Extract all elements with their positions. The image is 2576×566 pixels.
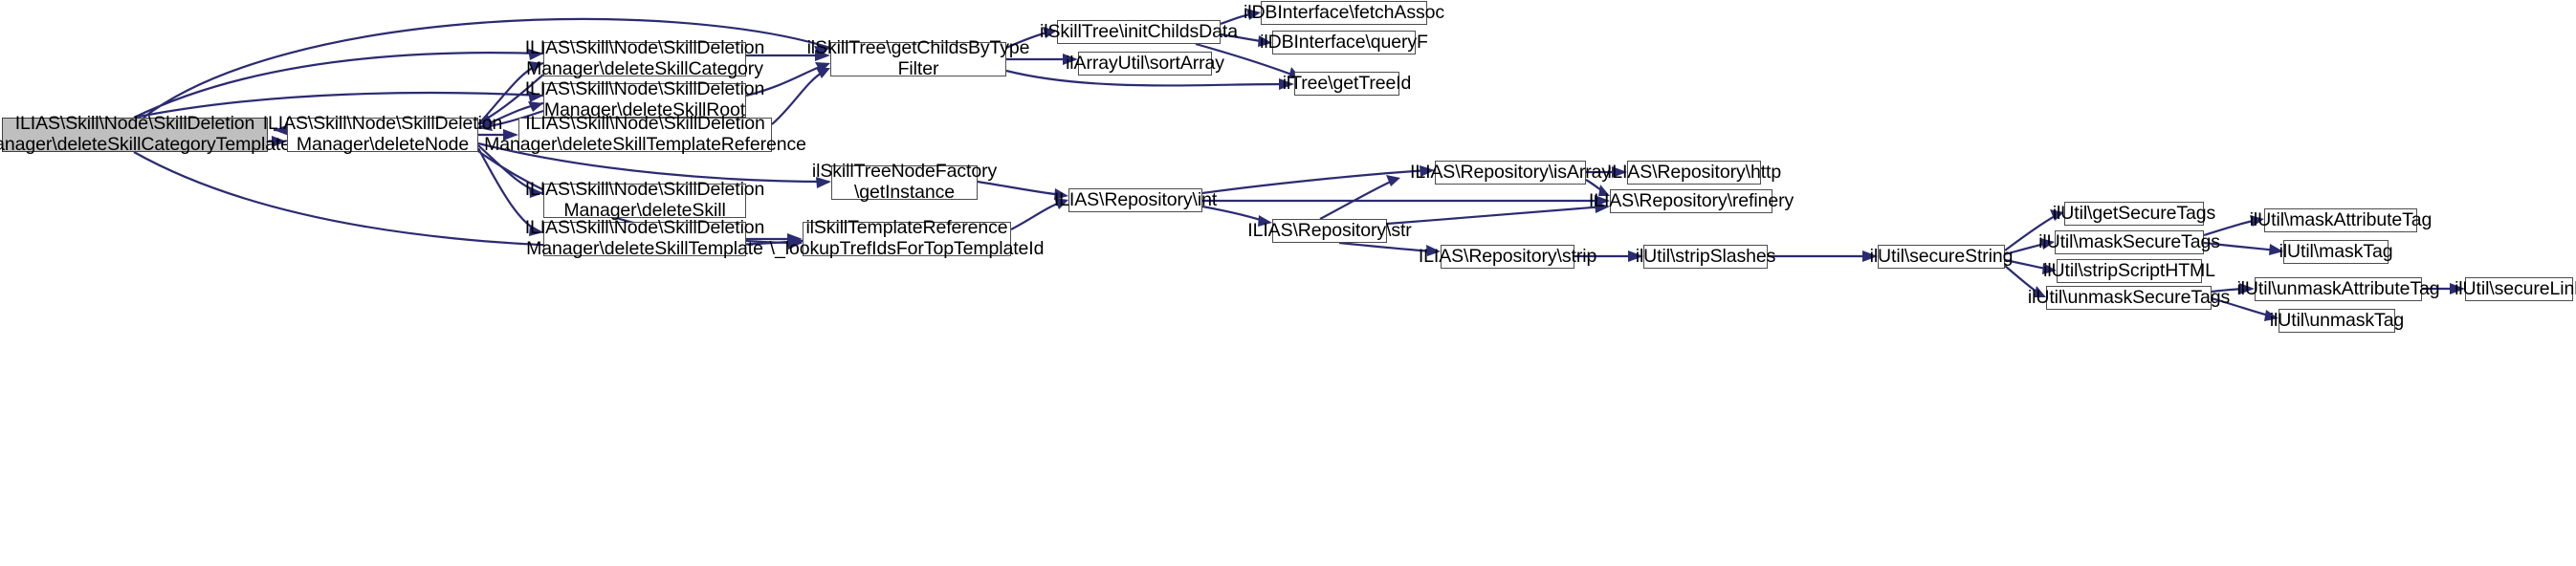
graph-node[interactable]: ilUtil\stripScriptHTML <box>2043 259 2215 283</box>
graph-node[interactable]: ilUtil\unmaskAttributeTag <box>2236 277 2440 301</box>
graph-node[interactable]: ILIAS\Repository\strip <box>1419 245 1596 269</box>
graph-node[interactable]: ilTree\getTreeId <box>1283 72 1411 96</box>
graph-node[interactable]: ilSkillTree\initChildsData <box>1040 20 1238 44</box>
graph-node[interactable]: ILIAS\Skill\Node\SkillDeletion Manager\d… <box>524 37 765 79</box>
graph-node[interactable]: ILIAS\Skill\Node\SkillDeletion Manager\d… <box>262 113 503 155</box>
graph-node[interactable]: ilSkillTreeNodeFactory \getInstance <box>811 161 998 203</box>
graph-node[interactable]: ilSkillTree\getChildsByType Filter <box>806 37 1030 79</box>
graph-node[interactable]: ilSkillTemplateReference \_lookupTrefIds… <box>769 217 1045 259</box>
graph-node[interactable]: ILIAS\Repository\str <box>1247 219 1412 243</box>
graph-node[interactable]: ilUtil\maskAttributeTag <box>2250 208 2432 232</box>
graph-node[interactable]: ilUtil\maskTag <box>2279 240 2393 264</box>
graph-node[interactable]: ilUtil\unmaskTag <box>2270 309 2404 333</box>
graph-node[interactable]: ilDBInterface\queryF <box>1260 31 1428 54</box>
graph-node[interactable]: ILIAS\Repository\int <box>1054 188 1217 212</box>
graph-node[interactable]: ILIAS\Skill\Node\SkillDeletion Manager\d… <box>484 113 806 155</box>
graph-node[interactable]: ilUtil\secureString <box>1870 245 2014 269</box>
graph-node[interactable]: ilUtil\stripSlashes <box>1636 245 1775 269</box>
graph-node[interactable]: ILIAS\Skill\Node\SkillDeletion Manager\d… <box>524 78 765 120</box>
graph-node[interactable]: ILIAS\Repository\http <box>1607 161 1781 185</box>
graph-node[interactable]: ILIAS\Repository\refinery <box>1589 189 1794 213</box>
graph-node[interactable]: ILIAS\Skill\Node\SkillDeletion Manager\d… <box>524 179 765 221</box>
graph-node[interactable]: ilUtil\maskSecureTags <box>2038 230 2220 254</box>
graph-node[interactable]: ILIAS\Skill\Node\SkillDeletion Manager\d… <box>524 217 765 259</box>
graph-node[interactable]: ilUtil\getSecureTags <box>2053 202 2215 226</box>
graph-node[interactable]: ilUtil\secureLink <box>2455 277 2576 301</box>
graph-node[interactable]: ilArrayUtil\sortArray <box>1066 52 1224 76</box>
graph-node[interactable]: ILIAS\Repository\isArray <box>1410 161 1611 185</box>
graph-node[interactable]: ilUtil\unmaskSecureTags <box>2028 286 2230 310</box>
graph-node[interactable]: ilDBInterface\fetchAssoc <box>1244 1 1444 25</box>
graph-node-root[interactable]: ILIAS\Skill\Node\SkillDeletion Manager\d… <box>0 113 292 155</box>
